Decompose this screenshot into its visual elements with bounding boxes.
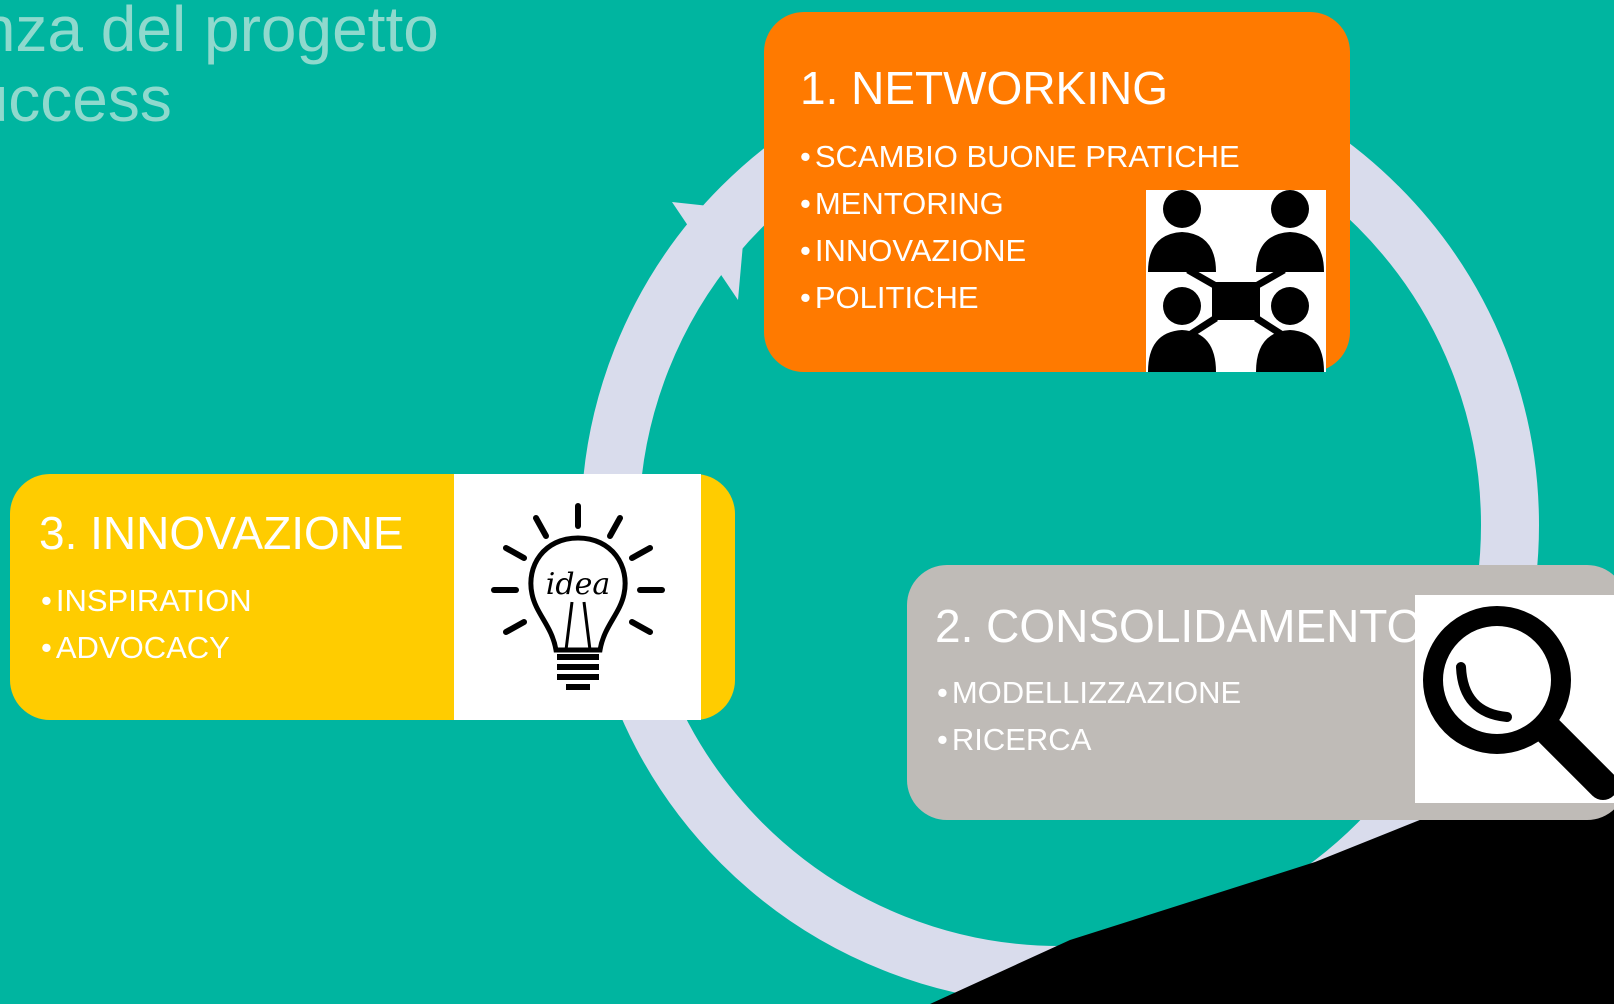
title-line-1: ienza del progetto xyxy=(0,0,439,65)
step-innovazione-heading: 3. INNOVAZIONE xyxy=(39,507,404,559)
list-item: INNOVAZIONE xyxy=(800,227,1240,274)
idea-icon-text: idea xyxy=(546,567,610,602)
title-line-2: Success xyxy=(0,63,172,135)
network-people-icon xyxy=(1146,190,1326,372)
list-item: SCAMBIO BUONE PRATICHE xyxy=(800,133,1240,180)
list-item: POLITICHE xyxy=(800,274,1240,321)
list-item: INSPIRATION xyxy=(41,577,252,624)
list-item: MENTORING xyxy=(800,180,1240,227)
step-consolidamento-heading: 2. CONSOLIDAMENTO xyxy=(935,600,1423,652)
idea-lightbulb-icon: idea xyxy=(454,474,701,720)
step-consolidamento-list: MODELLIZZAZIONE RICERCA xyxy=(937,669,1241,763)
cycle-arrowhead xyxy=(672,202,746,300)
list-item: MODELLIZZAZIONE xyxy=(937,669,1241,716)
list-item: ADVOCACY xyxy=(41,624,252,671)
slide-title: ienza del progetto Success xyxy=(0,0,439,134)
step-innovazione-list: INSPIRATION ADVOCACY xyxy=(41,577,252,671)
step-networking-list: SCAMBIO BUONE PRATICHE MENTORING INNOVAZ… xyxy=(800,133,1240,321)
magnifier-icon xyxy=(1415,595,1614,803)
black-shadow-shape xyxy=(930,742,1614,1004)
list-item: RICERCA xyxy=(937,716,1241,763)
step-networking-heading: 1. NETWORKING xyxy=(800,62,1169,114)
